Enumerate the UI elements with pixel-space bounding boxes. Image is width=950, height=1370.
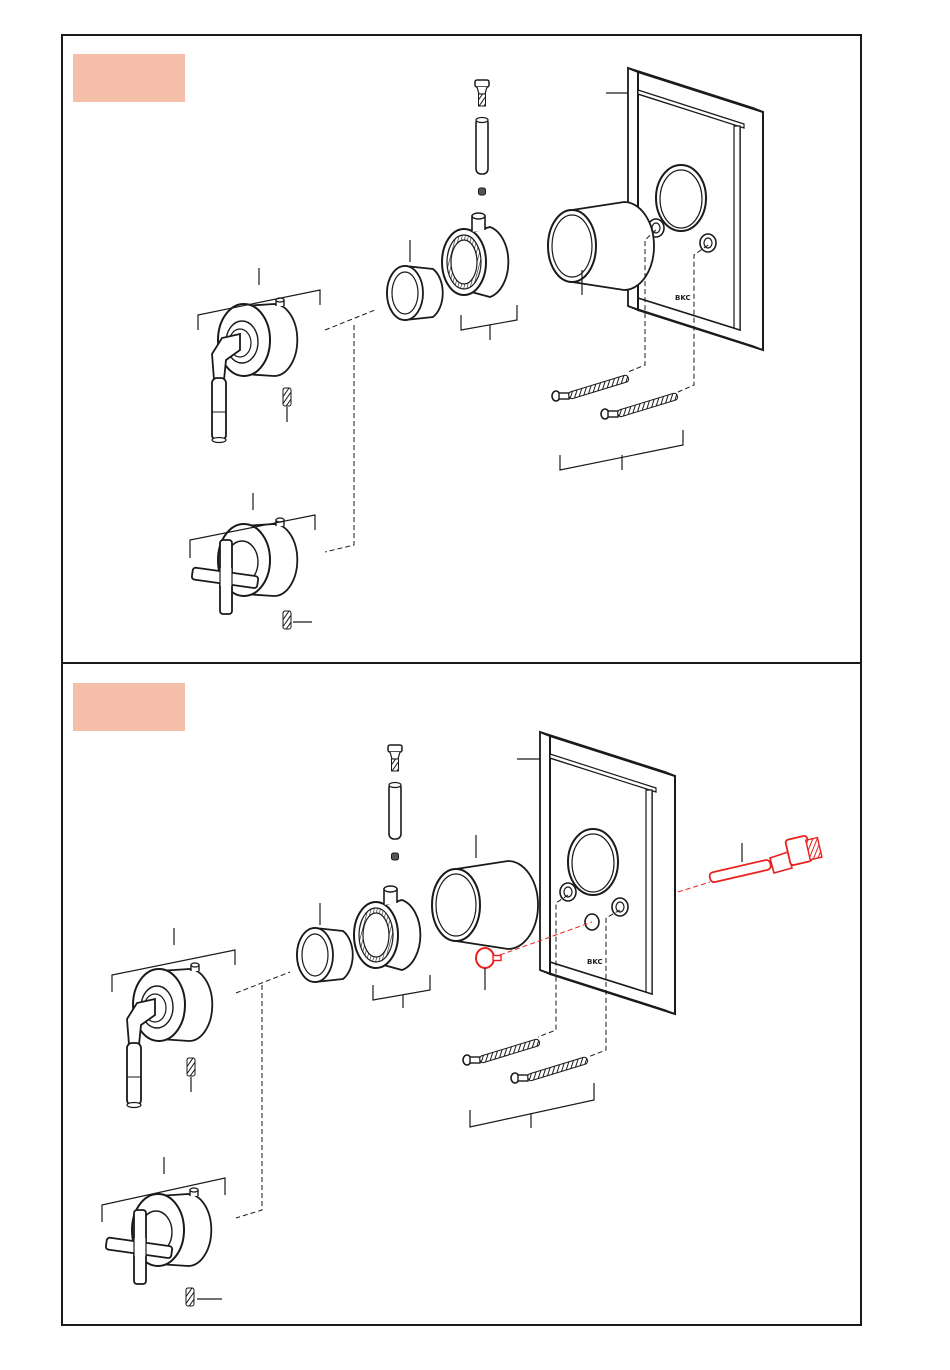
stop-screw-icon [476, 948, 501, 968]
lever-handle-icon [212, 298, 297, 443]
mounting-screw-icon [601, 393, 678, 419]
panel-1-label-fill [73, 54, 185, 102]
bushing-ring-icon [297, 928, 353, 982]
knurled-adapter-icon [442, 213, 508, 297]
stem-stack-icon [475, 80, 489, 195]
panel-2-diagram: BKC [73, 683, 822, 1306]
mounting-screw-icon [552, 375, 629, 401]
bushing-ring-icon [387, 266, 443, 320]
cross-handle-icon [191, 518, 297, 614]
stem-stack-icon [388, 745, 402, 860]
cartridge-stem-icon [709, 835, 822, 882]
sleeve-icon [548, 202, 654, 290]
set-screw-icon [186, 1288, 194, 1306]
plate-logo: BKC [675, 294, 691, 302]
panel-2-label-fill [73, 683, 185, 731]
set-screw-icon [283, 611, 291, 629]
lever-handle-icon [127, 963, 212, 1108]
knurled-adapter-icon [354, 886, 420, 970]
plate-logo: BKC [587, 958, 603, 966]
mounting-screw-icon [511, 1057, 588, 1083]
cross-handle-icon [105, 1188, 211, 1284]
escutcheon-plate-icon: BKC [540, 732, 675, 1014]
escutcheon-plate-icon: BKC [628, 68, 763, 350]
set-screw-icon [187, 1058, 195, 1076]
mounting-screw-icon [463, 1039, 540, 1065]
panel-1-diagram: BKC [73, 54, 763, 629]
set-screw-icon [283, 388, 291, 406]
sleeve-icon [432, 861, 538, 949]
